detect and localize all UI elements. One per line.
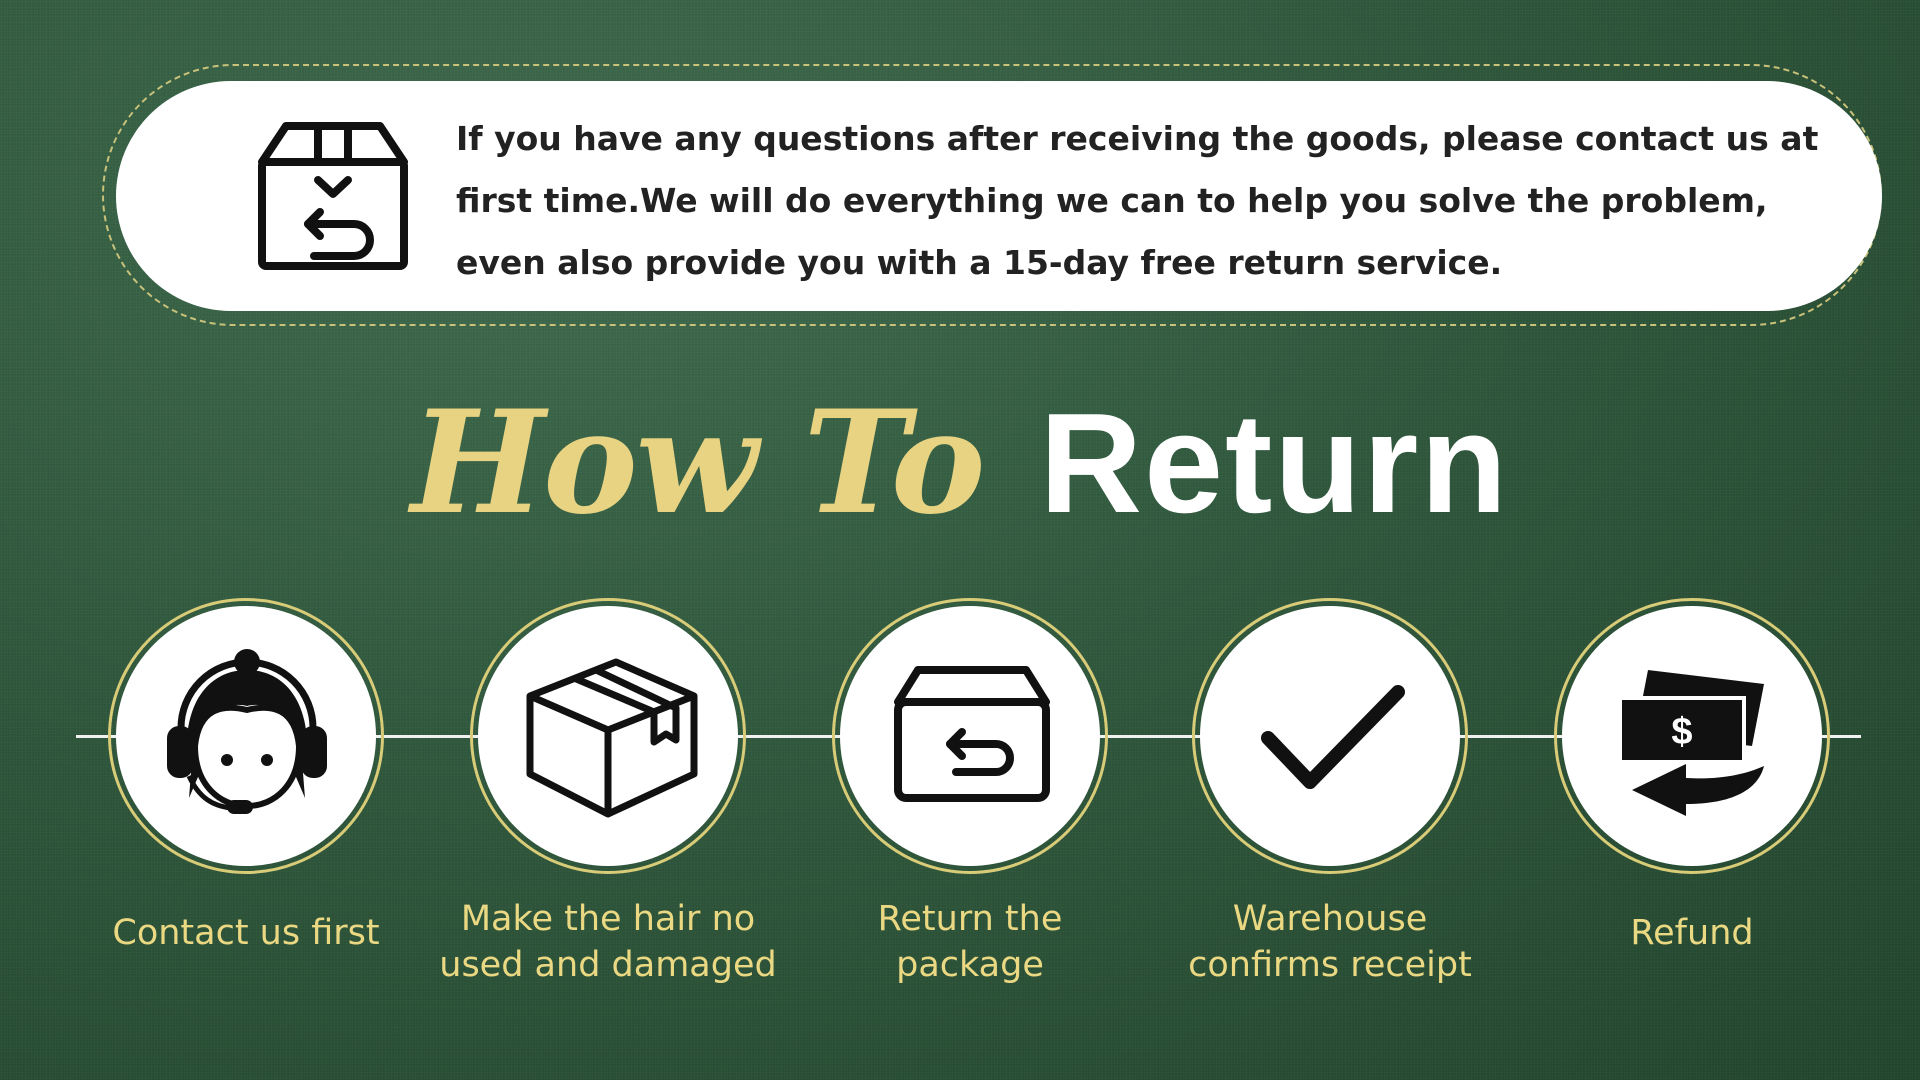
title-script-part: How To [410, 380, 986, 546]
svg-text:$: $ [1671, 711, 1692, 753]
step-ring-5 [1554, 598, 1830, 874]
step-label-5: Refund [1630, 913, 1754, 953]
page-title: How To Return [0, 380, 1920, 546]
return-box-icon [892, 664, 1052, 809]
step-label-3: Return the package [877, 899, 1063, 985]
step-label-2: Make the hair no used and damaged [439, 899, 777, 985]
title-main-part: Return [1039, 384, 1510, 543]
notice-banner: If you have any questions after receivin… [116, 81, 1882, 311]
step-ring-3 [832, 598, 1108, 874]
step-ring-2 [470, 598, 746, 874]
step-ring-4 [1192, 598, 1468, 874]
package-box-icon [524, 656, 700, 825]
step-label-4: Warehouse confirms receipt [1188, 899, 1472, 985]
notice-text: If you have any questions after receivin… [456, 119, 1819, 282]
step-circle-5: $ [1562, 606, 1822, 866]
step-circle-2 [478, 606, 738, 866]
step-circle-3 [840, 606, 1100, 866]
step-label-1: Contact us first [112, 913, 380, 953]
step-ring-1 [108, 598, 384, 874]
return-box-icon [256, 120, 410, 272]
customer-service-icon [149, 648, 345, 833]
checkmark-icon [1258, 678, 1408, 803]
step-circle-4 [1200, 606, 1460, 866]
step-circle-1 [116, 606, 376, 866]
refund-money-icon: $ [1612, 664, 1776, 829]
